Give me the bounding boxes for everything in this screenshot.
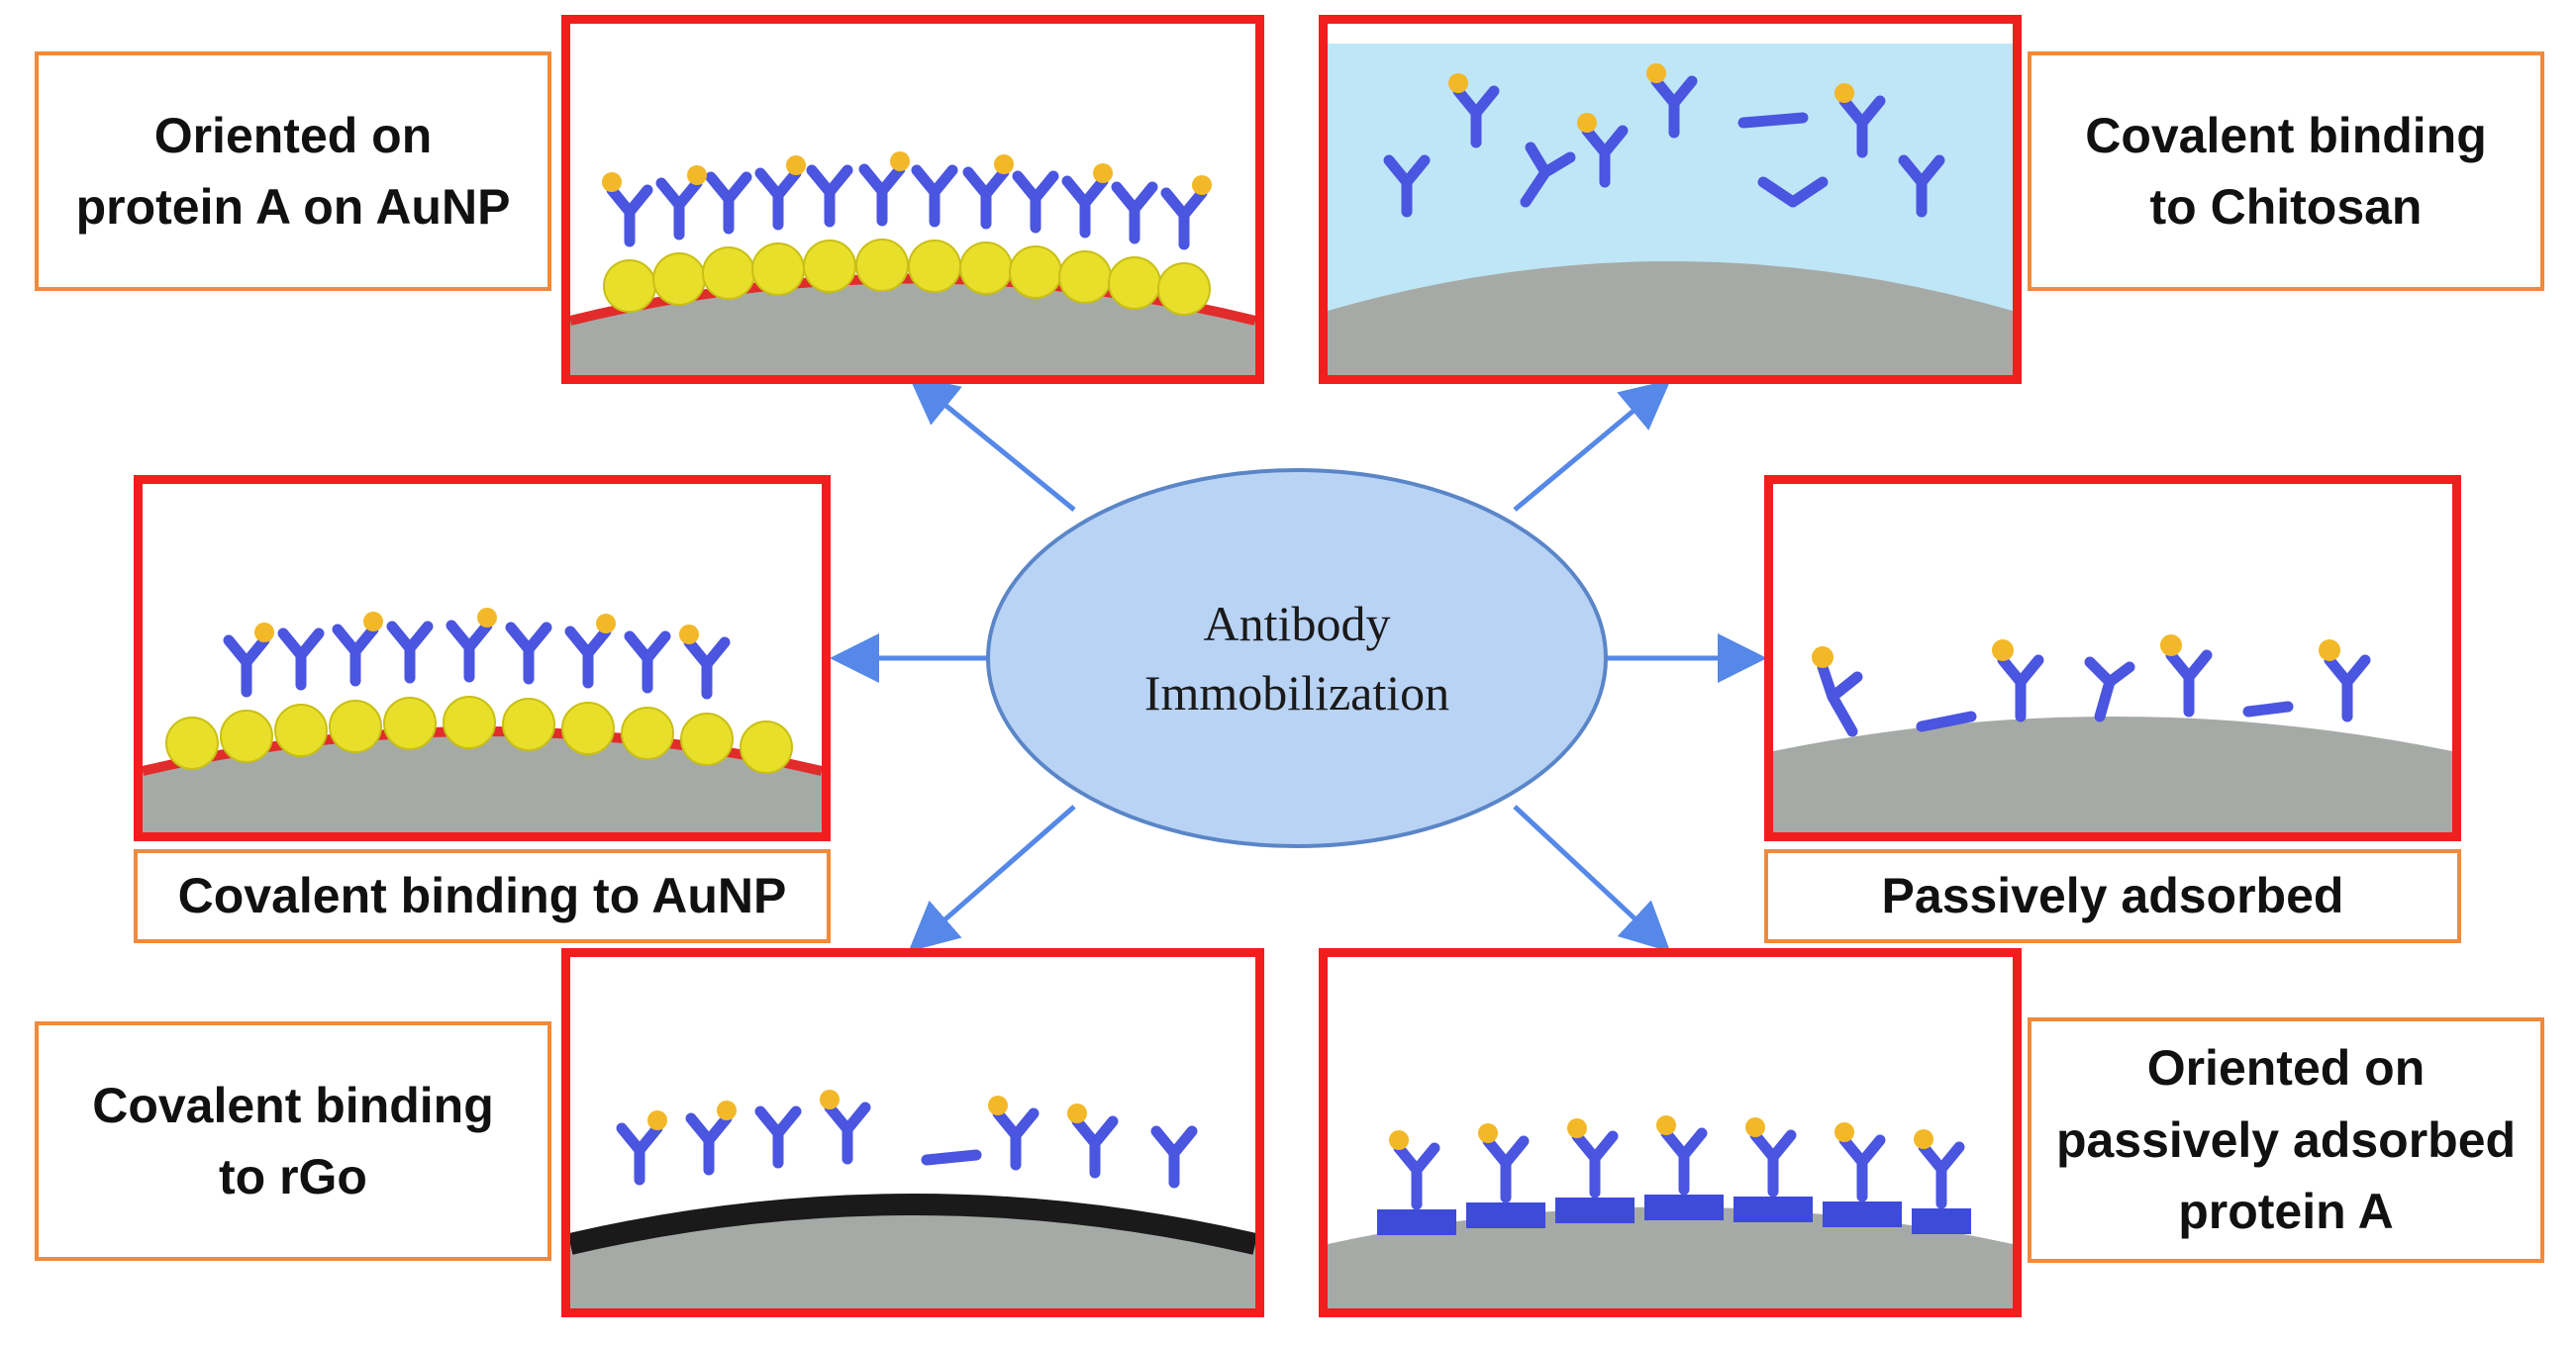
antigen-stars [1448, 63, 1854, 133]
panel-illustration [570, 1090, 1255, 1308]
panel-protein-a-aunp [561, 15, 1264, 384]
label-mid-left: Covalent binding to AuNP [134, 849, 831, 943]
sphere-surface [570, 1204, 1255, 1308]
label-bottom-right: Oriented on passively adsorbed protein A [2028, 1017, 2544, 1263]
antibodies [1817, 649, 2371, 737]
gold-particles [603, 239, 1211, 316]
arrow-bottom-right [1513, 805, 1671, 952]
panel-illustration [1773, 634, 2452, 832]
arrow-bottom-left [908, 805, 1076, 952]
panel-illustration [143, 608, 822, 832]
panel-illustration [570, 151, 1255, 375]
panel-rgo [561, 948, 1264, 1317]
panel-illustration [1328, 1115, 2013, 1308]
center-title-line-2: Immobilization [1143, 665, 1450, 721]
antibodies [606, 163, 1208, 250]
antigen-stars [602, 151, 1212, 195]
antigen-stars [1389, 1115, 1933, 1150]
arrow-top-left [908, 374, 1076, 512]
panel-illustration [1328, 44, 2013, 375]
protein-a-layer [1377, 1195, 1971, 1235]
center-title-line-1: Antibody [1203, 596, 1391, 651]
label-bottom-left: Covalent binding to rGo [35, 1021, 551, 1261]
antigen-stars [647, 1090, 1087, 1130]
antibodies [223, 620, 731, 700]
antibodies [1393, 1127, 1965, 1210]
antigen-stars [1812, 634, 2340, 668]
antibodies [616, 1102, 1198, 1189]
arrow-top-right [1513, 379, 1671, 512]
panel-chitosan [1319, 15, 2022, 384]
panel-passive-protein-a [1319, 948, 2022, 1317]
panel-passive [1764, 475, 2461, 841]
gold-particles [165, 696, 793, 774]
sphere-surface [1328, 261, 2013, 375]
sphere-surface [1328, 1206, 2013, 1308]
sphere-surface [1773, 717, 2452, 832]
label-top-left: Oriented on protein A on AuNP [35, 51, 551, 291]
label-mid-right: Passively adsorbed [1764, 849, 2461, 943]
center-title: Antibody Immobilization [990, 589, 1604, 727]
antibodies [1383, 75, 1945, 218]
antigen-stars [254, 608, 699, 644]
label-top-right: Covalent binding to Chitosan [2028, 51, 2544, 291]
graphene-layer [570, 1194, 1255, 1255]
center-ellipse [986, 468, 1608, 848]
panel-covalent-aunp [134, 475, 831, 841]
